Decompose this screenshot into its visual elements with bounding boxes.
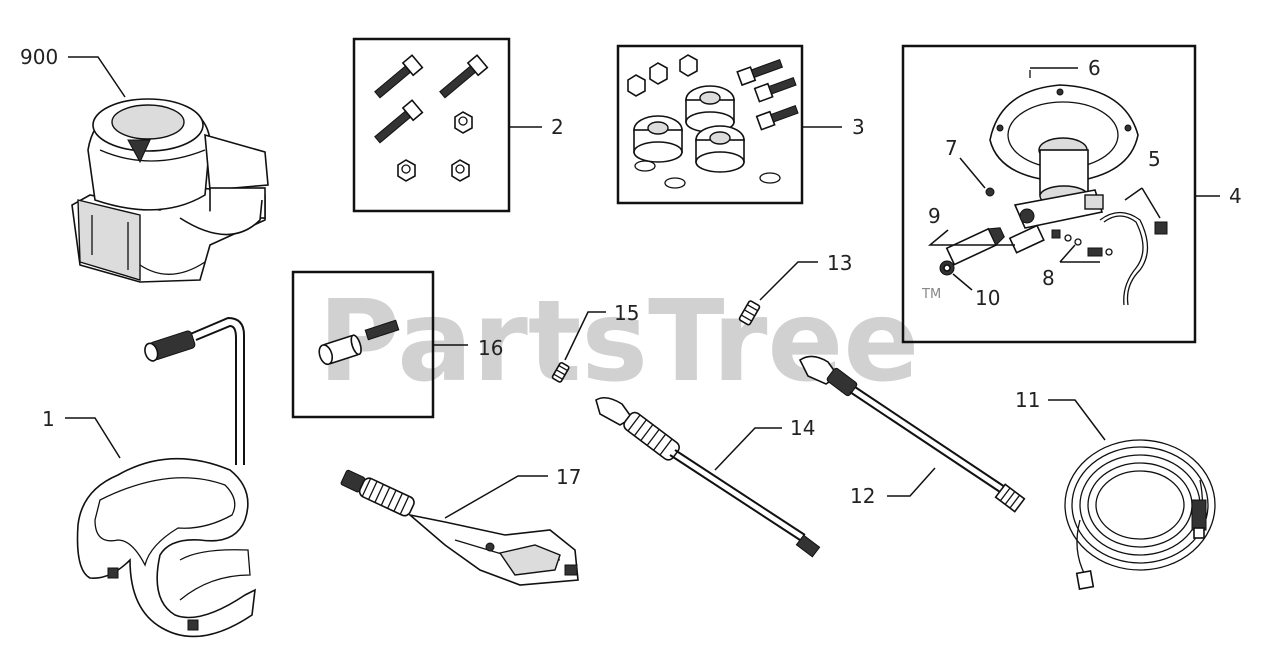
- callout-11[interactable]: 11: [1015, 388, 1040, 412]
- nozzle-13-part[interactable]: [738, 300, 761, 326]
- callout-14[interactable]: 14: [790, 416, 815, 440]
- callout-10[interactable]: 10: [975, 286, 1000, 310]
- frame-part[interactable]: [76, 316, 256, 638]
- leader-8: [1059, 244, 1100, 263]
- leader-11: [1048, 399, 1106, 441]
- handle-kit-parts: [318, 319, 400, 366]
- watermark-text: PartsTree: [318, 277, 919, 407]
- callout-13[interactable]: 13: [827, 251, 852, 275]
- callout-8[interactable]: 8: [1042, 266, 1055, 290]
- callout-4[interactable]: 4: [1229, 184, 1242, 208]
- pump-assembly-box[interactable]: [901, 44, 1197, 344]
- callout-16[interactable]: 16: [478, 336, 503, 360]
- leader-5: [1124, 187, 1161, 219]
- callout-5[interactable]: 5: [1148, 147, 1161, 171]
- callout-2[interactable]: 2: [551, 115, 564, 139]
- callout-1[interactable]: 1: [42, 407, 55, 431]
- callout-900[interactable]: 900: [20, 45, 58, 69]
- hose-part[interactable]: [1064, 439, 1216, 591]
- leader-14: [714, 427, 782, 471]
- mounts-kit-box[interactable]: [616, 44, 804, 205]
- callout-7[interactable]: 7: [945, 136, 958, 160]
- bolt-kit-parts: [374, 54, 489, 182]
- callout-17[interactable]: 17: [556, 465, 581, 489]
- engine-part[interactable]: [71, 98, 269, 283]
- mounts-kit-parts: [627, 54, 799, 189]
- extension-wand-part[interactable]: [798, 355, 1026, 513]
- leader-17: [444, 475, 548, 519]
- leader-7: [959, 157, 986, 189]
- leader-9: [927, 229, 1015, 246]
- leader-15: [564, 311, 606, 361]
- spray-wand-part[interactable]: [595, 396, 821, 558]
- nozzle-15-part[interactable]: [551, 362, 570, 383]
- pump-assembly-parts: [939, 70, 1168, 306]
- callout-15[interactable]: 15: [614, 301, 639, 325]
- leader-10: [952, 273, 973, 291]
- leader-13: [759, 261, 818, 301]
- trademark-mark: TM: [921, 287, 941, 302]
- callout-12[interactable]: 12: [850, 484, 875, 508]
- callout-6[interactable]: 6: [1088, 56, 1101, 80]
- spray-gun-part[interactable]: [340, 468, 579, 586]
- leader-1: [65, 417, 121, 459]
- callout-9[interactable]: 9: [928, 204, 941, 228]
- leader-900: [68, 56, 126, 98]
- bolt-kit-box[interactable]: [352, 37, 511, 213]
- leader-12: [887, 467, 936, 497]
- callout-3[interactable]: 3: [852, 115, 865, 139]
